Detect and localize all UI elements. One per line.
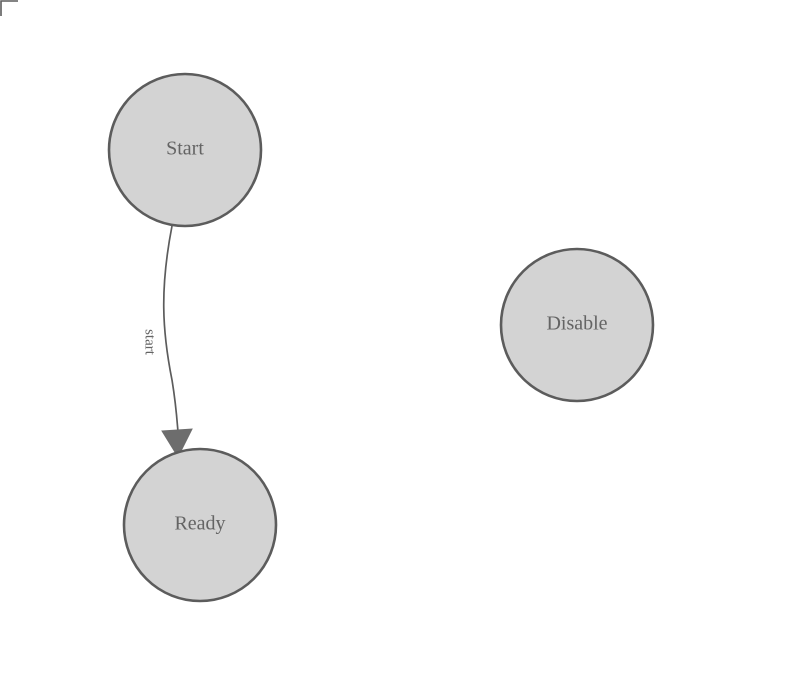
node-shape-circle[interactable] [499,247,655,403]
node-disable[interactable]: Disable [499,247,655,403]
node-label-disable: Disable [546,313,607,335]
node-shape-circle[interactable] [122,447,278,603]
node-ready[interactable]: Ready [122,447,278,603]
node-start[interactable]: Start [107,72,263,228]
node-label-ready: Ready [174,513,225,535]
arrowhead-icon [161,428,193,459]
edge-line [162,225,179,433]
canvas-corner-bracket-icon [0,0,18,16]
edge-start-to-ready[interactable]: start [142,225,193,459]
edge-label-start: start [142,329,158,356]
node-label-start: Start [166,138,204,160]
node-shape-circle[interactable] [107,72,263,228]
